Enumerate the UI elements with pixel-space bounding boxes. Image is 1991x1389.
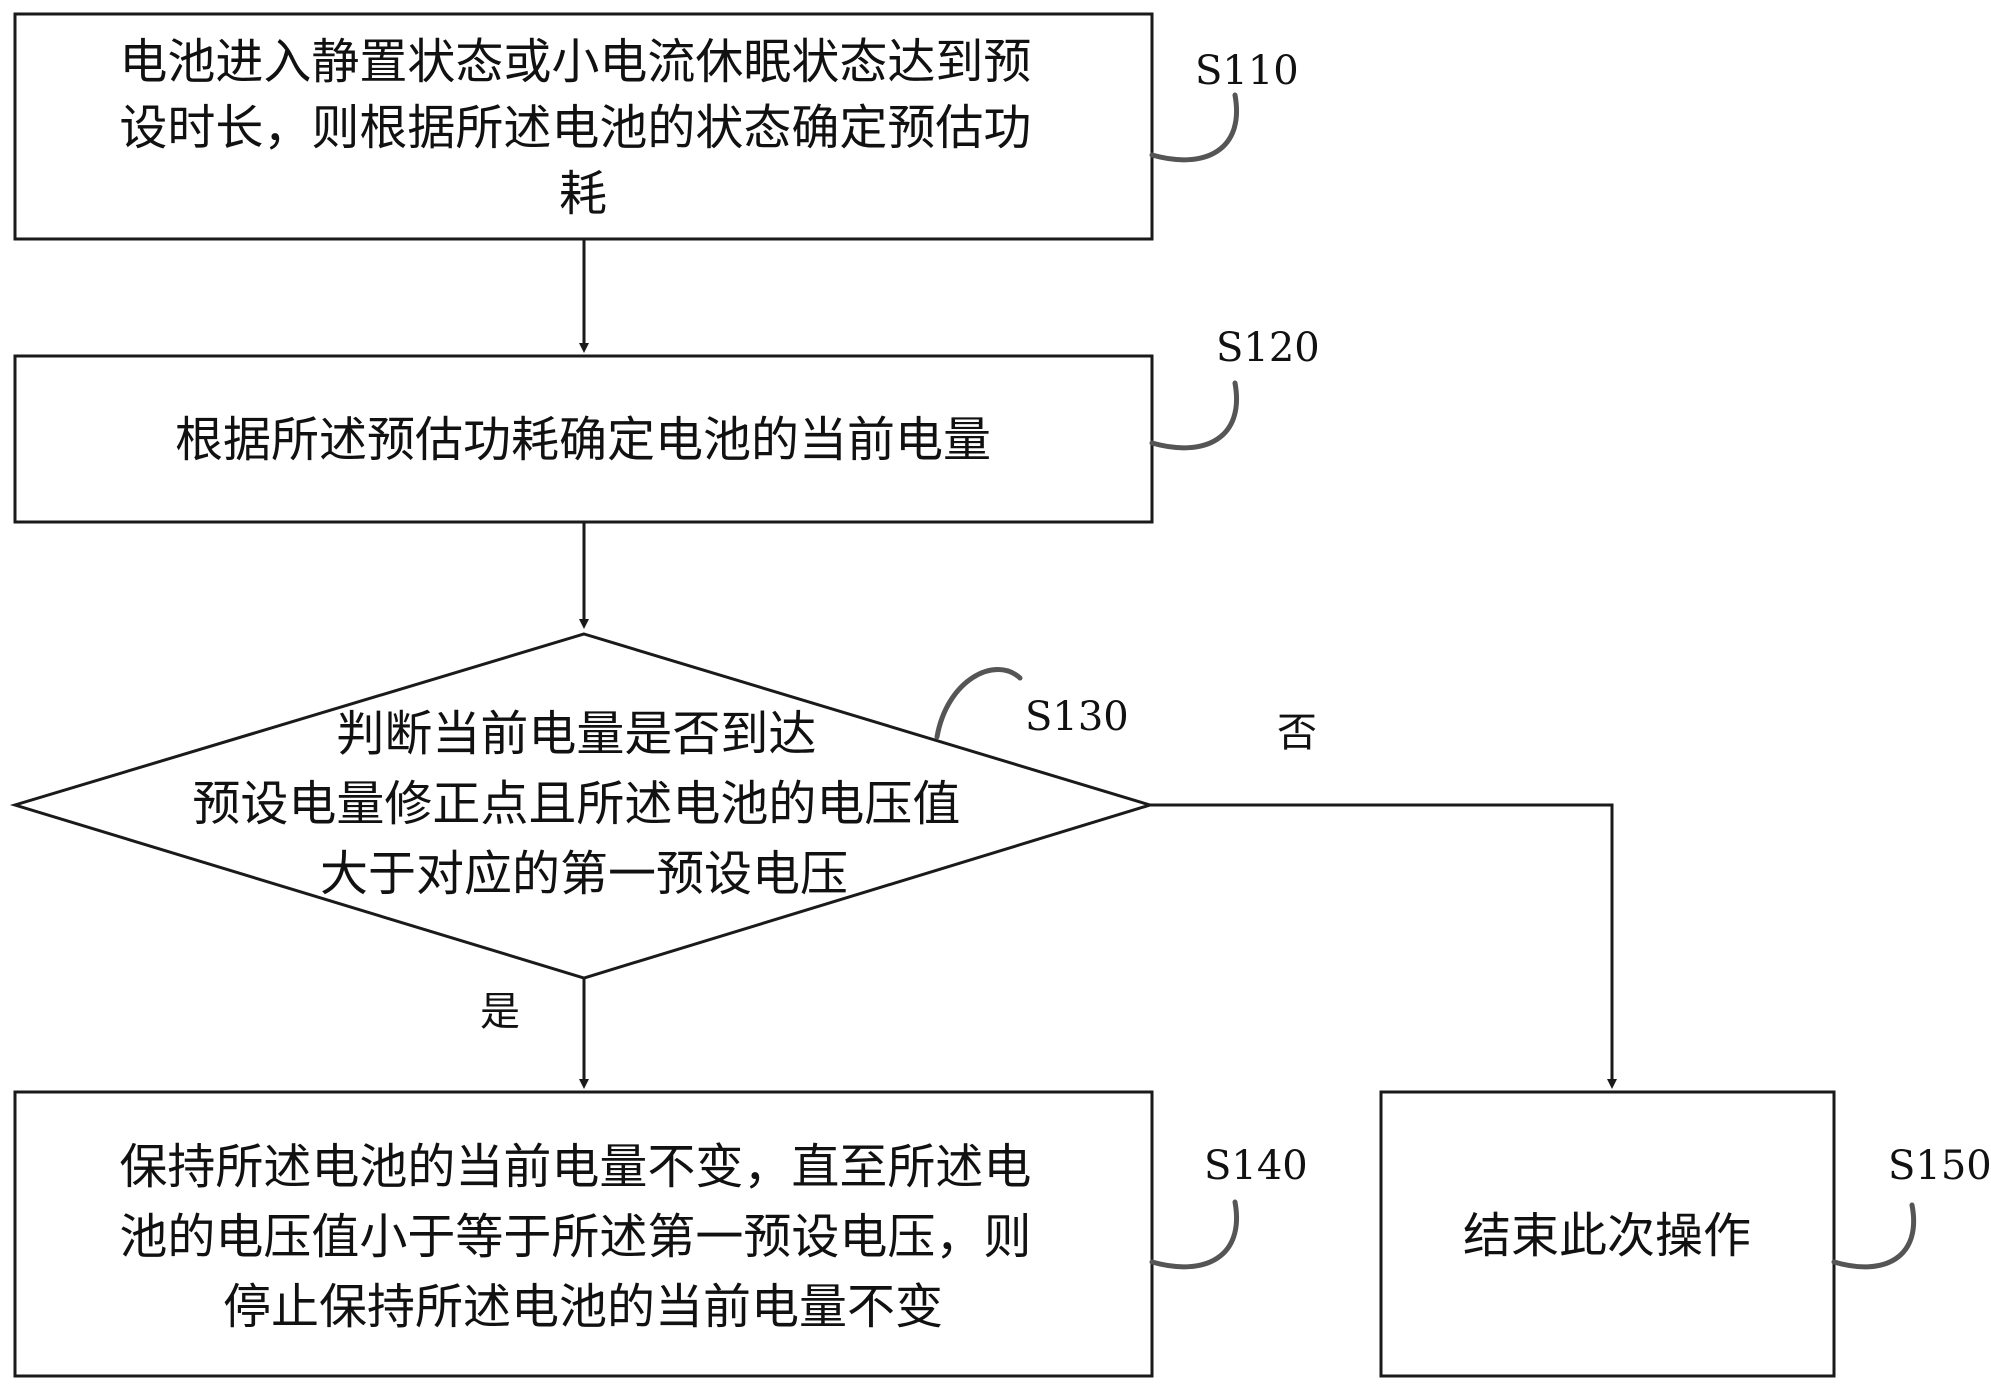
step-s110-callout [1149, 92, 1239, 163]
step-s150-callout [1831, 1202, 1916, 1270]
branch-no-label: 否 [1277, 710, 1317, 756]
step-s110-line-2: 设时长，则根据所述电池的状态确定预估功 [119, 100, 1031, 156]
step-s140: 保持所述电池的当前电量不变，直至所述电 池的电压值小于等于所述第一预设电压，则 … [13, 1090, 1308, 1378]
step-s130-line-2: 预设电量修正点且所述电池的电压值 [192, 776, 960, 832]
edge-s130-s150 [1150, 803, 1617, 1089]
step-s140-line-3: 停止保持所述电池的当前电量不变 [223, 1279, 943, 1335]
step-s150: 结束此次操作 S150 [1379, 1090, 1991, 1378]
step-s140-label: S140 [1204, 1143, 1308, 1189]
step-s130-line-1: 判断当前电量是否到达 [336, 706, 816, 762]
step-s110: 电池进入静置状态或小电流休眠状态达到预 设时长，则根据所述电池的状态确定预估功 … [13, 12, 1299, 241]
step-s130: 判断当前电量是否到达 预设电量修正点且所述电池的电压值 大于对应的第一预设电压 … [9, 632, 1156, 980]
step-s150-box [1379, 1090, 1836, 1378]
step-s140-text: 保持所述电池的当前电量不变，直至所述电 池的电压值小于等于所述第一预设电压，则 … [119, 1139, 1046, 1335]
step-s130-line-3: 大于对应的第一预设电压 [320, 846, 848, 902]
step-s120: 根据所述预估功耗确定电池的当前电量 S120 [13, 325, 1320, 524]
step-s120-label: S120 [1216, 325, 1320, 371]
branch-yes-label: 是 [480, 989, 520, 1035]
step-s130-text: 判断当前电量是否到达 预设电量修正点且所述电池的电压值 大于对应的第一预设电压 [192, 706, 975, 902]
step-s140-box [13, 1090, 1154, 1378]
step-s130-label: S130 [1025, 694, 1129, 740]
step-s130-callout [934, 667, 1023, 740]
step-s110-line-3: 耗 [559, 166, 607, 222]
step-s150-label: S150 [1888, 1143, 1991, 1189]
step-s140-line-1: 保持所述电池的当前电量不变，直至所述电 [119, 1139, 1031, 1195]
step-s120-text: 根据所述预估功耗确定电池的当前电量 [175, 412, 991, 468]
step-s110-line-1: 电池进入静置状态或小电流休眠状态达到预 [119, 34, 1031, 90]
step-s110-label: S110 [1195, 48, 1299, 94]
step-s120-line-1: 根据所述预估功耗确定电池的当前电量 [175, 412, 991, 468]
step-s110-text: 电池进入静置状态或小电流休眠状态达到预 设时长，则根据所述电池的状态确定预估功 … [119, 34, 1046, 222]
step-s140-line-2: 池的电压值小于等于所述第一预设电压，则 [119, 1209, 1031, 1265]
step-s110-box [13, 12, 1154, 241]
step-s120-callout [1149, 380, 1239, 451]
step-s150-line-1: 结束此次操作 [1463, 1208, 1751, 1264]
step-s140-callout [1149, 1199, 1239, 1270]
step-s150-text: 结束此次操作 [1463, 1208, 1751, 1264]
step-s120-box [13, 354, 1154, 524]
